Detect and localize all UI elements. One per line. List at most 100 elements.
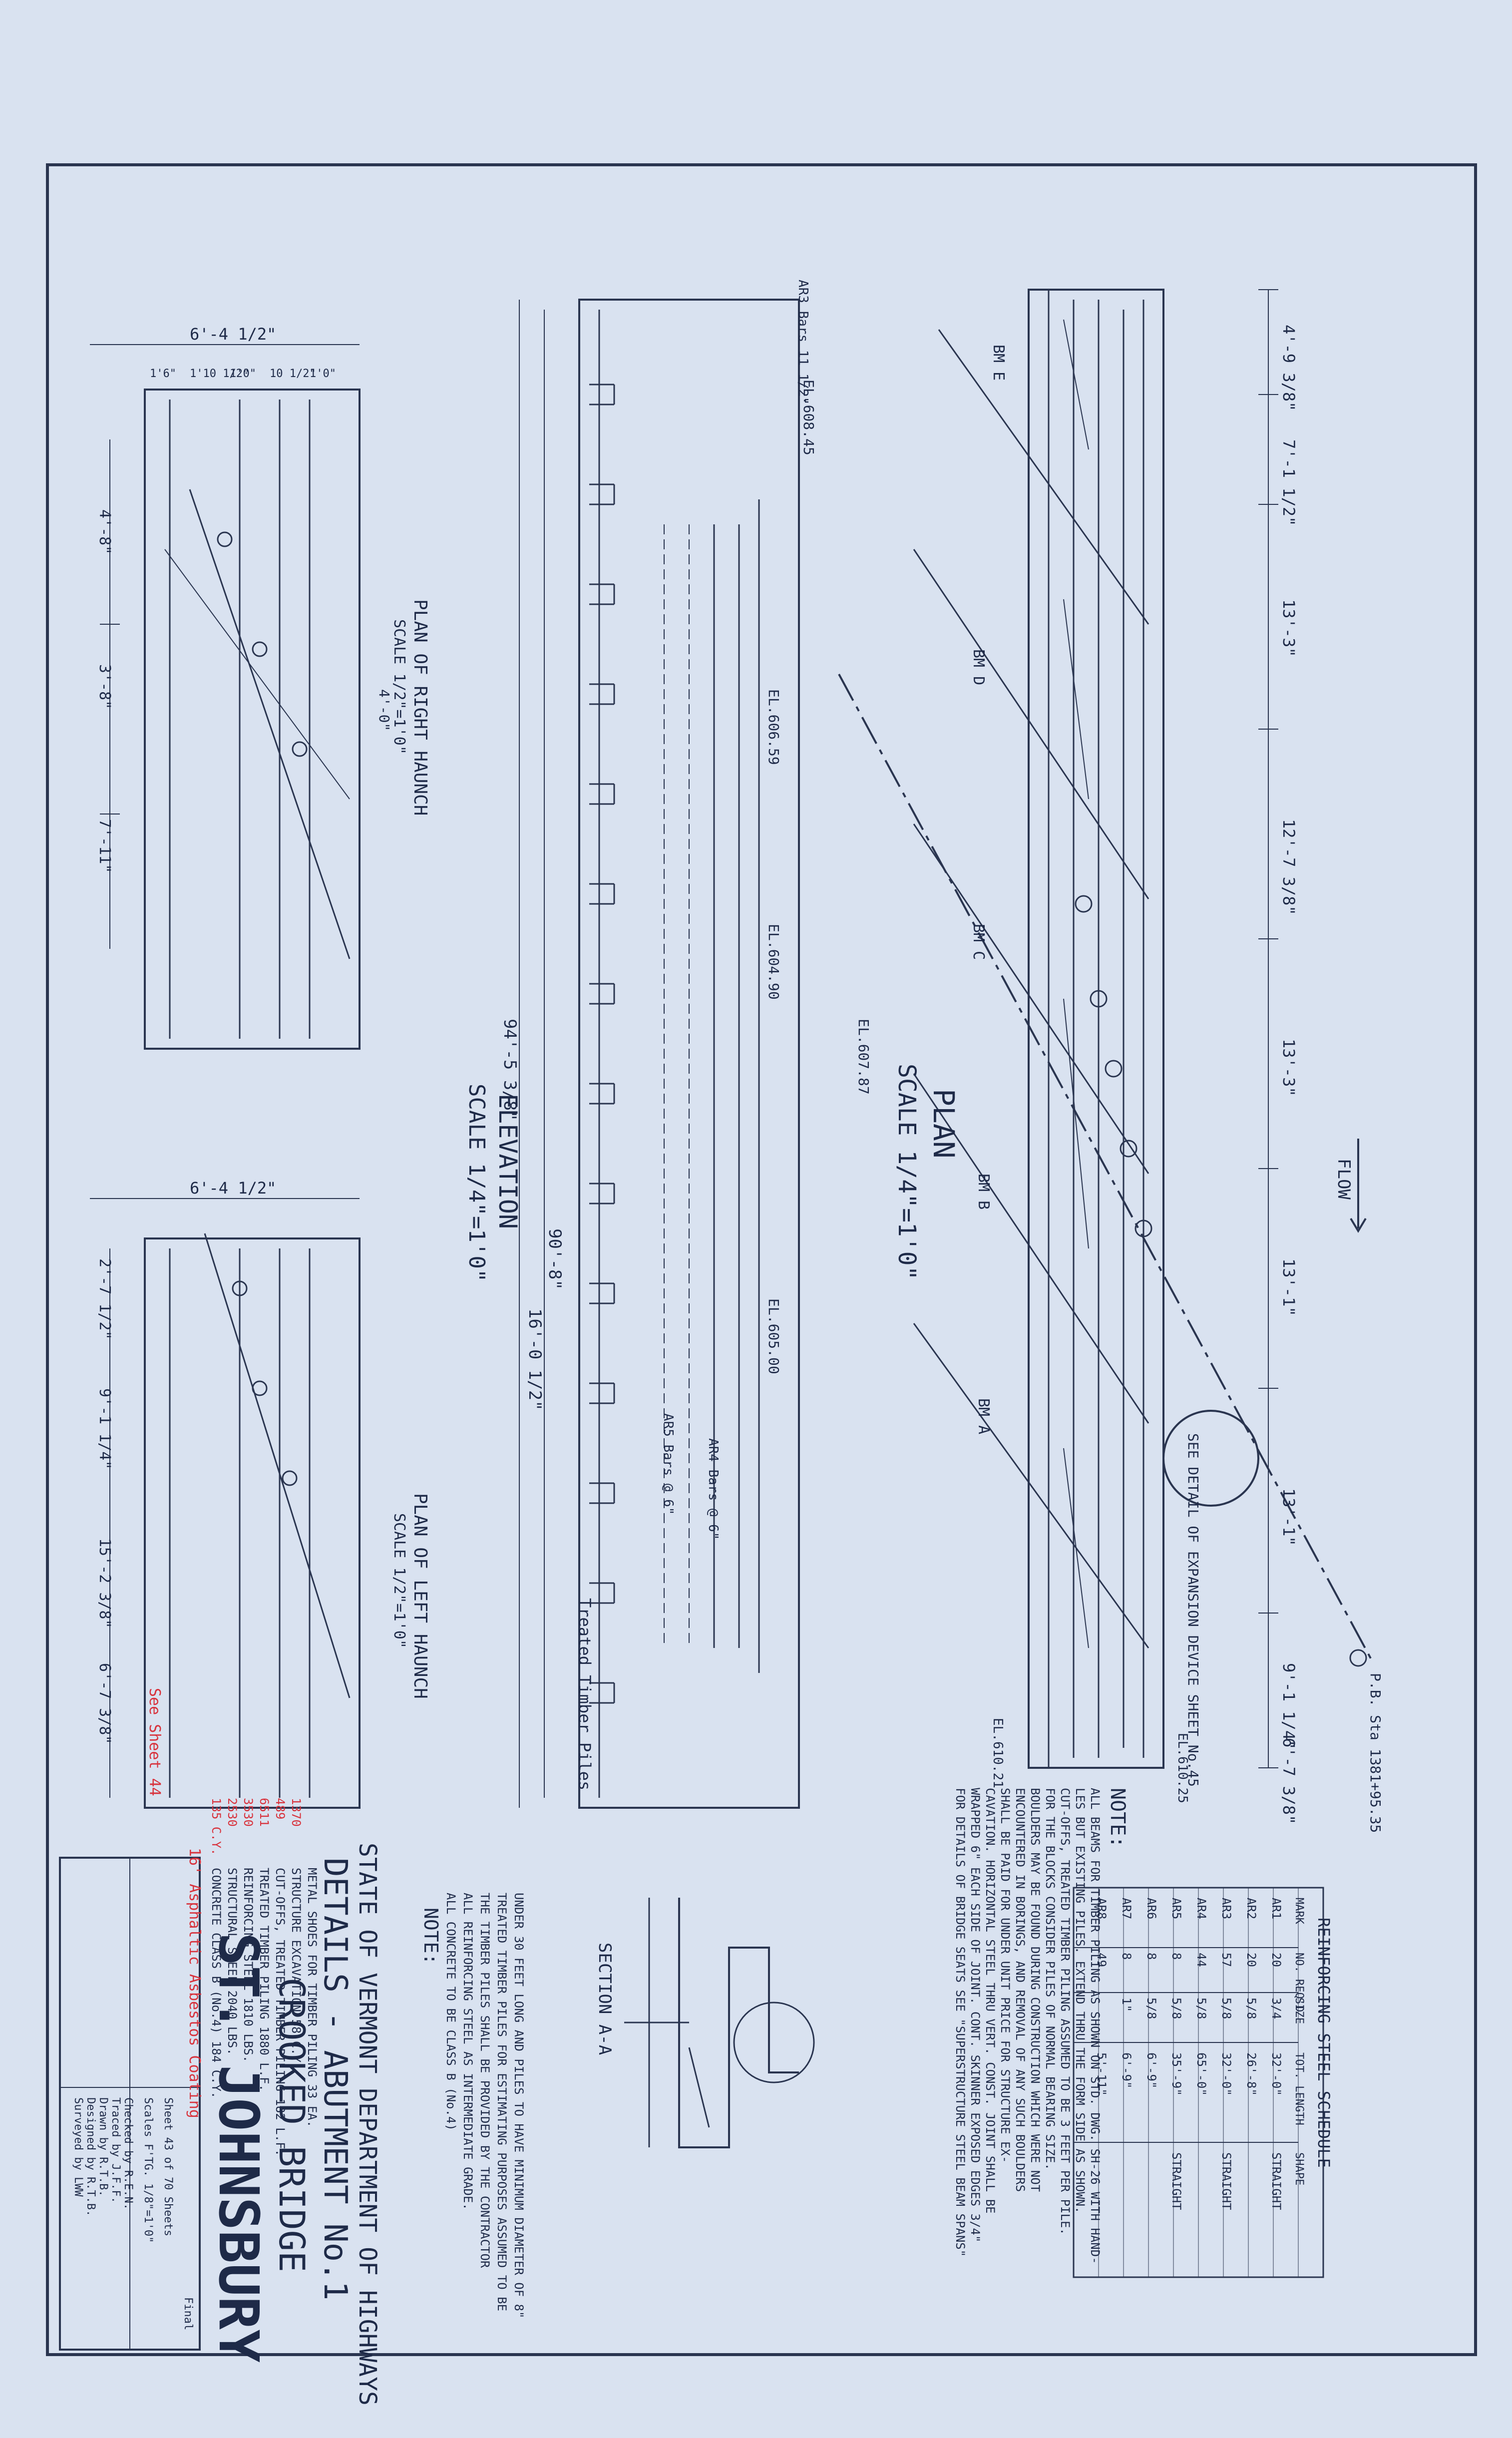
schedule-title: REINFORCING STEEL SCHEDULE — [1314, 1918, 1333, 2168]
schedule-header: SHAPE — [1293, 2152, 1305, 2185]
plan-beam-c: BM C — [970, 924, 987, 960]
quantity-red: 6511 — [257, 1798, 271, 1827]
elev-bars-bot: AR5 Bars @ 6" — [661, 1413, 676, 1515]
plan-note-line: ALL BEAMS FOR TIMBER PILING AS SHOWN ON … — [1088, 1788, 1102, 2264]
quantity-red: 135 C.Y. — [209, 1798, 223, 1856]
schedule-cell: 32'-0" — [1219, 2052, 1233, 2096]
plan-station: P.B. Sta 1381+95.35 — [1367, 1673, 1384, 1833]
right-haunch-title: PLAN OF RIGHT HAUNCH — [410, 599, 430, 815]
schedule-cell: 8 — [1120, 1953, 1134, 1960]
drawing-titles: ST. JOHNSBURY CROOKED BRIDGE DETAILS - A… — [186, 1843, 381, 2406]
schedule-cell: AR4 — [1194, 1898, 1208, 1919]
schedule-cell: AR8 — [1095, 1898, 1109, 1919]
plan-title: PLAN — [927, 1089, 961, 1159]
see-detail-circle — [1162, 1410, 1259, 1507]
plan-beam-a: BM A — [975, 1398, 992, 1434]
elevation-outline — [578, 299, 800, 1809]
schedule-cell: 5/8 — [1194, 1998, 1208, 2019]
elev-total1: 94'-5 3/8" — [500, 1019, 520, 1121]
plan-dim: 13'-3" — [1279, 599, 1298, 657]
plan-el-right: EL.610.25 — [1175, 1733, 1190, 1803]
left-haunch-vdim: 9'-1 1/4" — [96, 1388, 113, 1470]
schedule-cell: 65'-0" — [1194, 2052, 1208, 2096]
elev-seat3: EL.604.90 — [765, 924, 782, 1000]
elevation-view: EL.607.87 EL.606.59 EL.604.90 EL.605.00 … — [464, 280, 872, 1809]
left-haunch-plan: PLAN OF LEFT HAUNCH SCALE 1/2"=1'0" 6'-4… — [90, 1179, 430, 1809]
elev-seat2: EL.606.59 — [765, 689, 782, 765]
schedule-cell: 20 — [1269, 1953, 1283, 1967]
plan-note-line: BOULDERS MAY BE FOUND DURING CONSTRUCTIO… — [1028, 1788, 1042, 2192]
plan-note-line: ENCOUNTERED IN BORINGS, AND REMOVAL OF A… — [1013, 1788, 1027, 2192]
plan-note-line: CAVATION. HORIZONTAL STEEL THRU VERT. CO… — [983, 1788, 997, 2214]
quantity-item: TREATED TIMBER PILING 1880 L.F. — [257, 1868, 271, 2091]
quantity-item: METAL SHOES FOR TIMBER PILING 33 EA. — [305, 1868, 319, 2127]
schedule-header: MARK — [1293, 1898, 1305, 1925]
schedule-cell: 3/4 — [1269, 1998, 1283, 2019]
general-note-line: ALL CONCRETE TO BE CLASS B (No.4) — [444, 1893, 458, 2131]
schedule-cell: AR3 — [1219, 1898, 1233, 1919]
plan-el-left: EL.610.21 — [990, 1718, 1005, 1788]
plan-note-line: SHALL BE PAID FOR UNDER UNIT PRICE FOR S… — [998, 1788, 1012, 2163]
flow-arrow — [1350, 1139, 1367, 1233]
schedule-cell: 20 — [1244, 1953, 1258, 1967]
elevation-scale: SCALE 1/4"=1'0" — [464, 1084, 489, 1282]
right-haunch-part: 1'6" — [150, 368, 176, 380]
tb-designed: Designed by R.T.B. — [84, 2097, 97, 2216]
plan-notes-heading: NOTE: — [1106, 1788, 1129, 1848]
red-asbestos: 16' Asphaltic Asbestos Coating — [186, 1848, 203, 2118]
left-haunch-scale: SCALE 1/2"=1'0" — [390, 1513, 408, 1648]
schedule-header: TOT. LENGTH — [1293, 2052, 1305, 2125]
plan-note-line: FOR DETAILS OF BRIDGE SEATS SEE "SUPERST… — [953, 1788, 967, 2257]
quantity-item: REINFORCING STEEL 1810 LBS. — [241, 1868, 255, 2062]
schedule-cell: 35'-9" — [1169, 2052, 1183, 2096]
quantity-item: STRUCTURAL STEEL 2040 LBS. — [225, 1868, 239, 2055]
elev-bars-mid: AR4 Bars @ 6" — [706, 1438, 721, 1540]
schedule-cell: STRAIGHT — [1219, 2152, 1233, 2210]
plan-dim: 13'-3" — [1279, 1039, 1298, 1097]
right-haunch-vdim: 4'-8" — [96, 509, 113, 554]
general-note-line: THE TIMBER PILES SHALL BE PROVIDED BY TH… — [478, 1893, 492, 2268]
sheet-border — [46, 163, 1477, 2356]
schedule-cell: 8 — [1169, 1953, 1183, 1960]
right-haunch-part: 1'0" — [310, 368, 336, 380]
left-haunch-vdim: 2'-7 1/2" — [96, 1258, 113, 1340]
left-haunch-vdim: 6'-7 3/8" — [96, 1663, 113, 1744]
schedule-cell: 49 — [1095, 1953, 1109, 1967]
schedule-cell: 44 — [1194, 1953, 1208, 1967]
schedule-cell: AR7 — [1120, 1898, 1134, 1919]
section-a-a: SECTION A-A — [595, 1898, 815, 2148]
plan-note-line: FOR THE BLOCKS CONSIDER PILES OF NORMAL … — [1043, 1788, 1057, 2170]
right-haunch-plan: PLAN OF RIGHT HAUNCH SCALE 1/2"=1'0" 6'-… — [90, 325, 430, 1050]
plan-scale: SCALE 1/4"=1'0" — [893, 1064, 921, 1280]
elev-bars-top: AR3 Bars 11 1/2" — [795, 280, 810, 405]
schedule-cell: 5/8 — [1244, 1998, 1258, 2019]
schedule-cell: 5/8 — [1219, 1998, 1233, 2019]
agency-title: STATE OF VERMONT DEPARTMENT OF HIGHWAYS — [354, 1843, 381, 2406]
schedule-cell: AR2 — [1244, 1898, 1258, 1919]
schedule-header: NO. REQ'D — [1293, 1953, 1305, 2012]
right-haunch-vdim: 7'-11" — [96, 819, 113, 873]
tb-traced: Traced by J.F.F. — [109, 2097, 122, 2203]
schedule-cell: 8 — [1144, 1953, 1158, 1960]
tb-checked: Checked by R.E.N. — [122, 2097, 134, 2210]
steel-schedule: REINFORCING STEEL SCHEDULE MARK NO. REQ'D… — [1073, 1887, 1333, 2278]
tb-scales: Scales F'TG. 1/8"=1'0" — [142, 2097, 154, 2243]
tb-final: Final — [182, 2297, 194, 2330]
quantity-red: 1370 — [289, 1798, 303, 1827]
quantity-item: CONCRETE CLASS B (No.4) 184 C.Y. — [209, 1868, 223, 2098]
schedule-cell: 6'-9" — [1144, 2052, 1158, 2088]
quantity-item: STRUCTURE EXCAVATION 58 C.Y. — [289, 1868, 303, 2070]
see-detail-text: SEE DETAIL OF EXPANSION DEVICE SHEET No.… — [1185, 1433, 1201, 1787]
title-block: Surveyed by LWW Designed by R.T.B. Drawn… — [59, 1688, 319, 2351]
schedule-cell: STRAIGHT — [1269, 2152, 1283, 2210]
plan-beam-b: BM B — [975, 1174, 992, 1210]
project-title: ST. JOHNSBURY — [207, 1933, 271, 2363]
pile-label: Treated Timber Piles — [575, 1598, 594, 1790]
left-haunch-width: 6'-4 1/2" — [190, 1179, 276, 1198]
schedule-cell: AR1 — [1269, 1898, 1283, 1919]
schedule-cell: 57 — [1219, 1953, 1233, 1967]
schedule-cell: 26'-8" — [1244, 2052, 1258, 2096]
schedule-cell: 5/8 — [1144, 1998, 1158, 2019]
plan-dims: 4'-9 3/8"7'-1 1/2"13'-3"12'-7 3/8"13'-3"… — [1279, 325, 1298, 1824]
tb-drawn: Drawn by R.T.B. — [97, 2097, 109, 2197]
